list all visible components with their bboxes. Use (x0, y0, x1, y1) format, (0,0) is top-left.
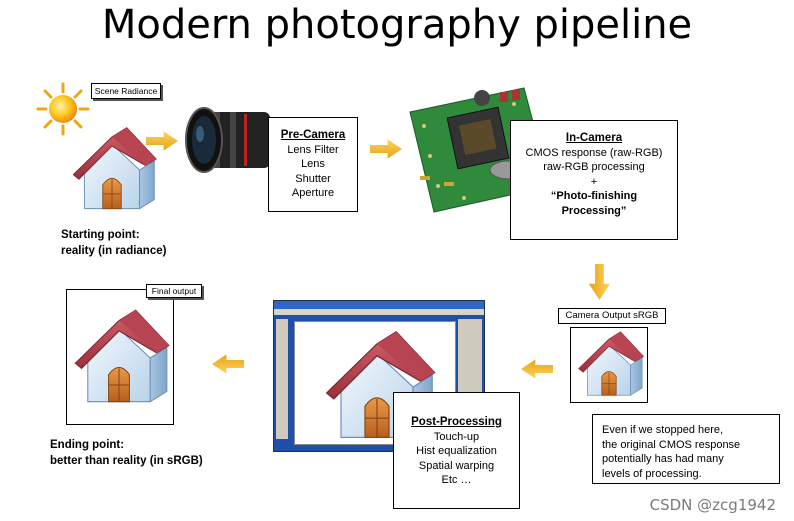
end-caption: Ending point: better than reality (in sR… (50, 437, 203, 469)
in-camera-box: In-Camera CMOS response (raw-RGB) raw-RG… (510, 120, 678, 240)
post-processing-item: Touch-up (394, 430, 519, 445)
arrow-icon (370, 138, 402, 160)
post-processing-item: Spatial warping (394, 459, 519, 474)
pre-camera-item: Shutter (269, 172, 357, 187)
in-camera-bold: Processing” (511, 204, 677, 219)
processing-note: Even if we stopped here, the original CM… (592, 414, 780, 484)
camera-output-frame (570, 327, 648, 403)
pre-camera-box: Pre-Camera Lens Filter Lens Shutter Aper… (268, 117, 358, 212)
pre-camera-item: Aperture (269, 186, 357, 201)
pre-camera-item: Lens Filter (269, 143, 357, 158)
in-camera-line: raw-RGB processing (511, 160, 677, 175)
in-camera-plus: + (511, 175, 677, 190)
house-icon (67, 294, 171, 422)
house-icon (66, 124, 158, 216)
watermark: CSDN @zcg1942 (650, 496, 776, 514)
final-output-label: Final output (146, 284, 202, 298)
arrow-icon (521, 358, 553, 380)
in-camera-bold: “Photo-finishing (511, 189, 677, 204)
start-caption: Starting point: reality (in radiance) (61, 227, 166, 259)
page-title: Modern photography pipeline (0, 2, 794, 48)
post-processing-box: Post-Processing Touch-up Hist equalizati… (393, 392, 520, 509)
in-camera-heading: In-Camera (511, 131, 677, 146)
camera-output-label: Camera Output sRGB (558, 308, 666, 324)
camera-lens-icon (184, 104, 276, 176)
post-processing-item: Hist equalization (394, 444, 519, 459)
final-output-frame (66, 289, 174, 425)
pre-camera-item: Lens (269, 157, 357, 172)
pre-camera-heading: Pre-Camera (269, 128, 357, 143)
post-processing-item: Etc … (394, 473, 519, 488)
house-icon (572, 329, 646, 401)
arrow-icon (146, 130, 178, 152)
arrow-icon (588, 264, 610, 300)
scene-radiance-label: Scene Radiance (91, 83, 161, 99)
in-camera-line: CMOS response (raw-RGB) (511, 146, 677, 161)
arrow-icon (212, 353, 244, 375)
post-processing-heading: Post-Processing (394, 415, 519, 430)
